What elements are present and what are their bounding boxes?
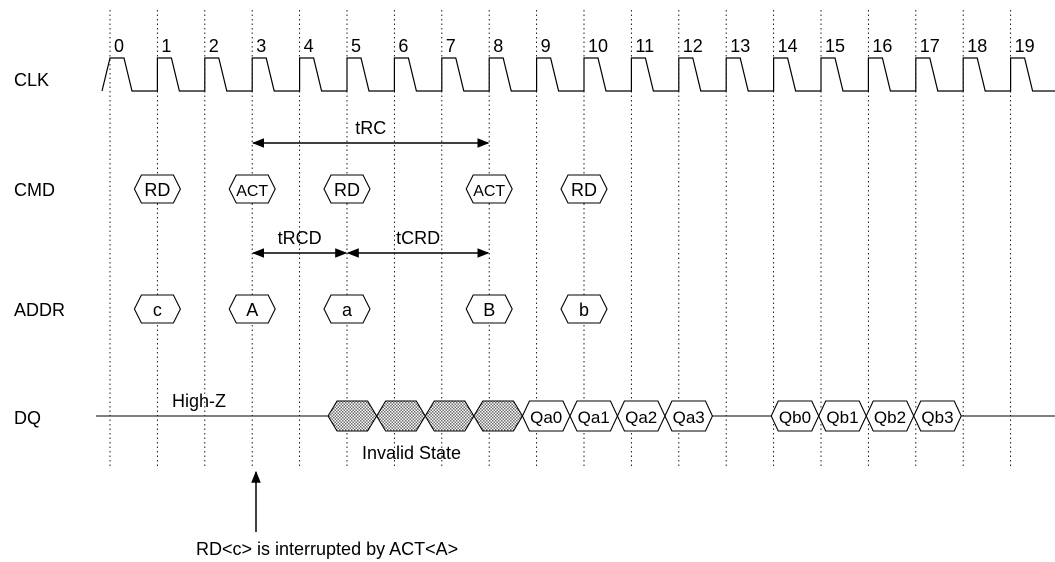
addr-B-hexagon: B xyxy=(465,294,513,324)
dq-data-text: Qa1 xyxy=(578,408,610,427)
cycle-label: 8 xyxy=(493,36,503,56)
cmd-rd-hexagon: RD xyxy=(133,174,182,204)
trc-timing: tRC xyxy=(251,118,490,148)
cmd-text: ACT xyxy=(236,183,268,200)
high-z-label: High-Z xyxy=(172,391,226,411)
dq-data-text: Qa2 xyxy=(625,408,657,427)
addr-text: A xyxy=(246,300,258,320)
clock-waveform xyxy=(101,57,1055,92)
dq-data-text: Qb1 xyxy=(826,408,858,427)
cycle-label: 7 xyxy=(446,36,456,56)
cmd-rd-hexagon: RD xyxy=(560,174,608,204)
dq-data-text: Qa0 xyxy=(530,408,562,427)
cycle-label: 3 xyxy=(256,36,266,56)
dq-data-text: Qb3 xyxy=(921,408,953,427)
interrupt-annotation: RD<c> is interrupted by ACT<A> xyxy=(196,539,458,559)
trcd-timing: tRCD xyxy=(251,228,348,258)
dq-burst-a-qa2: Qa2 xyxy=(616,400,666,432)
cycle-label: 15 xyxy=(825,36,845,56)
dq-burst-a-qa0: Qa0 xyxy=(521,400,571,432)
invalid-state-block xyxy=(375,400,426,432)
clk-label: CLK xyxy=(14,70,49,90)
cmd-rd-hexagon: RD xyxy=(323,174,371,204)
cycle-label: 16 xyxy=(872,36,892,56)
dq-burst-b-qb2: Qb2 xyxy=(865,400,915,432)
cmd-text: RD xyxy=(334,180,360,200)
cmd-row: RD ACT RD ACT RD xyxy=(133,174,608,204)
addr-text: b xyxy=(579,300,589,320)
cycle-label: 17 xyxy=(920,36,940,56)
cycle-label: 0 xyxy=(114,36,124,56)
dq-burst-b-qb3: Qb3 xyxy=(913,400,962,432)
dq-burst-a-qa1: Qa1 xyxy=(569,400,619,432)
cycle-label: 19 xyxy=(1015,36,1035,56)
invalid-state-label: Invalid State xyxy=(362,443,461,463)
cmd-text: ACT xyxy=(473,183,505,200)
dq-label: DQ xyxy=(14,408,41,428)
addr-text: c xyxy=(153,300,162,320)
cycle-label: 9 xyxy=(541,36,551,56)
dq-burst-a-qa3: Qa3 xyxy=(664,400,714,432)
cycle-label: 11 xyxy=(635,36,654,56)
addr-text: B xyxy=(483,300,495,320)
dq-data-text: Qb0 xyxy=(779,408,811,427)
cycle-label: 10 xyxy=(588,36,608,56)
cycle-label: 14 xyxy=(778,36,798,56)
cycle-label: 4 xyxy=(304,36,314,56)
cmd-act-hexagon: ACT xyxy=(465,174,513,204)
cmd-text: RD xyxy=(144,180,170,200)
dq-data-text: Qa3 xyxy=(673,408,705,427)
addr-A-hexagon: A xyxy=(228,294,276,324)
dq-burst-b-qb1: Qb1 xyxy=(818,400,867,432)
dq-burst-b-qb0: Qb0 xyxy=(770,400,820,432)
cmd-act-hexagon: ACT xyxy=(228,174,276,204)
cycle-label: 2 xyxy=(209,36,219,56)
invalid-state-block xyxy=(327,400,378,432)
cycle-label: 5 xyxy=(351,36,361,56)
cycle-label: 1 xyxy=(161,36,171,56)
trcd-label: tRCD xyxy=(278,228,322,248)
trc-label: tRC xyxy=(355,118,386,138)
cycle-label: 12 xyxy=(683,36,703,56)
cmd-text: RD xyxy=(571,180,597,200)
addr-a-hexagon: a xyxy=(323,294,371,324)
cycle-label: 18 xyxy=(967,36,987,56)
cycle-gridlines xyxy=(109,10,1012,468)
tcrd-timing: tCRD xyxy=(346,228,490,258)
addr-text: a xyxy=(342,300,353,320)
cycle-label: 6 xyxy=(398,36,408,56)
tcrd-label: tCRD xyxy=(396,228,440,248)
addr-c-hexagon: c xyxy=(133,294,182,324)
addr-label: ADDR xyxy=(14,300,65,320)
invalid-state-block xyxy=(473,400,524,432)
invalid-state-block xyxy=(424,400,475,432)
dq-data-text: Qb2 xyxy=(874,408,906,427)
cycle-label: 13 xyxy=(730,36,750,56)
cmd-label: CMD xyxy=(14,180,55,200)
addr-b-hexagon: b xyxy=(560,294,608,324)
dq-row: Qa0 Qa1 Qa2 Qa3 Qb0 Qb1 Qb2 Qb3 xyxy=(96,400,1055,432)
